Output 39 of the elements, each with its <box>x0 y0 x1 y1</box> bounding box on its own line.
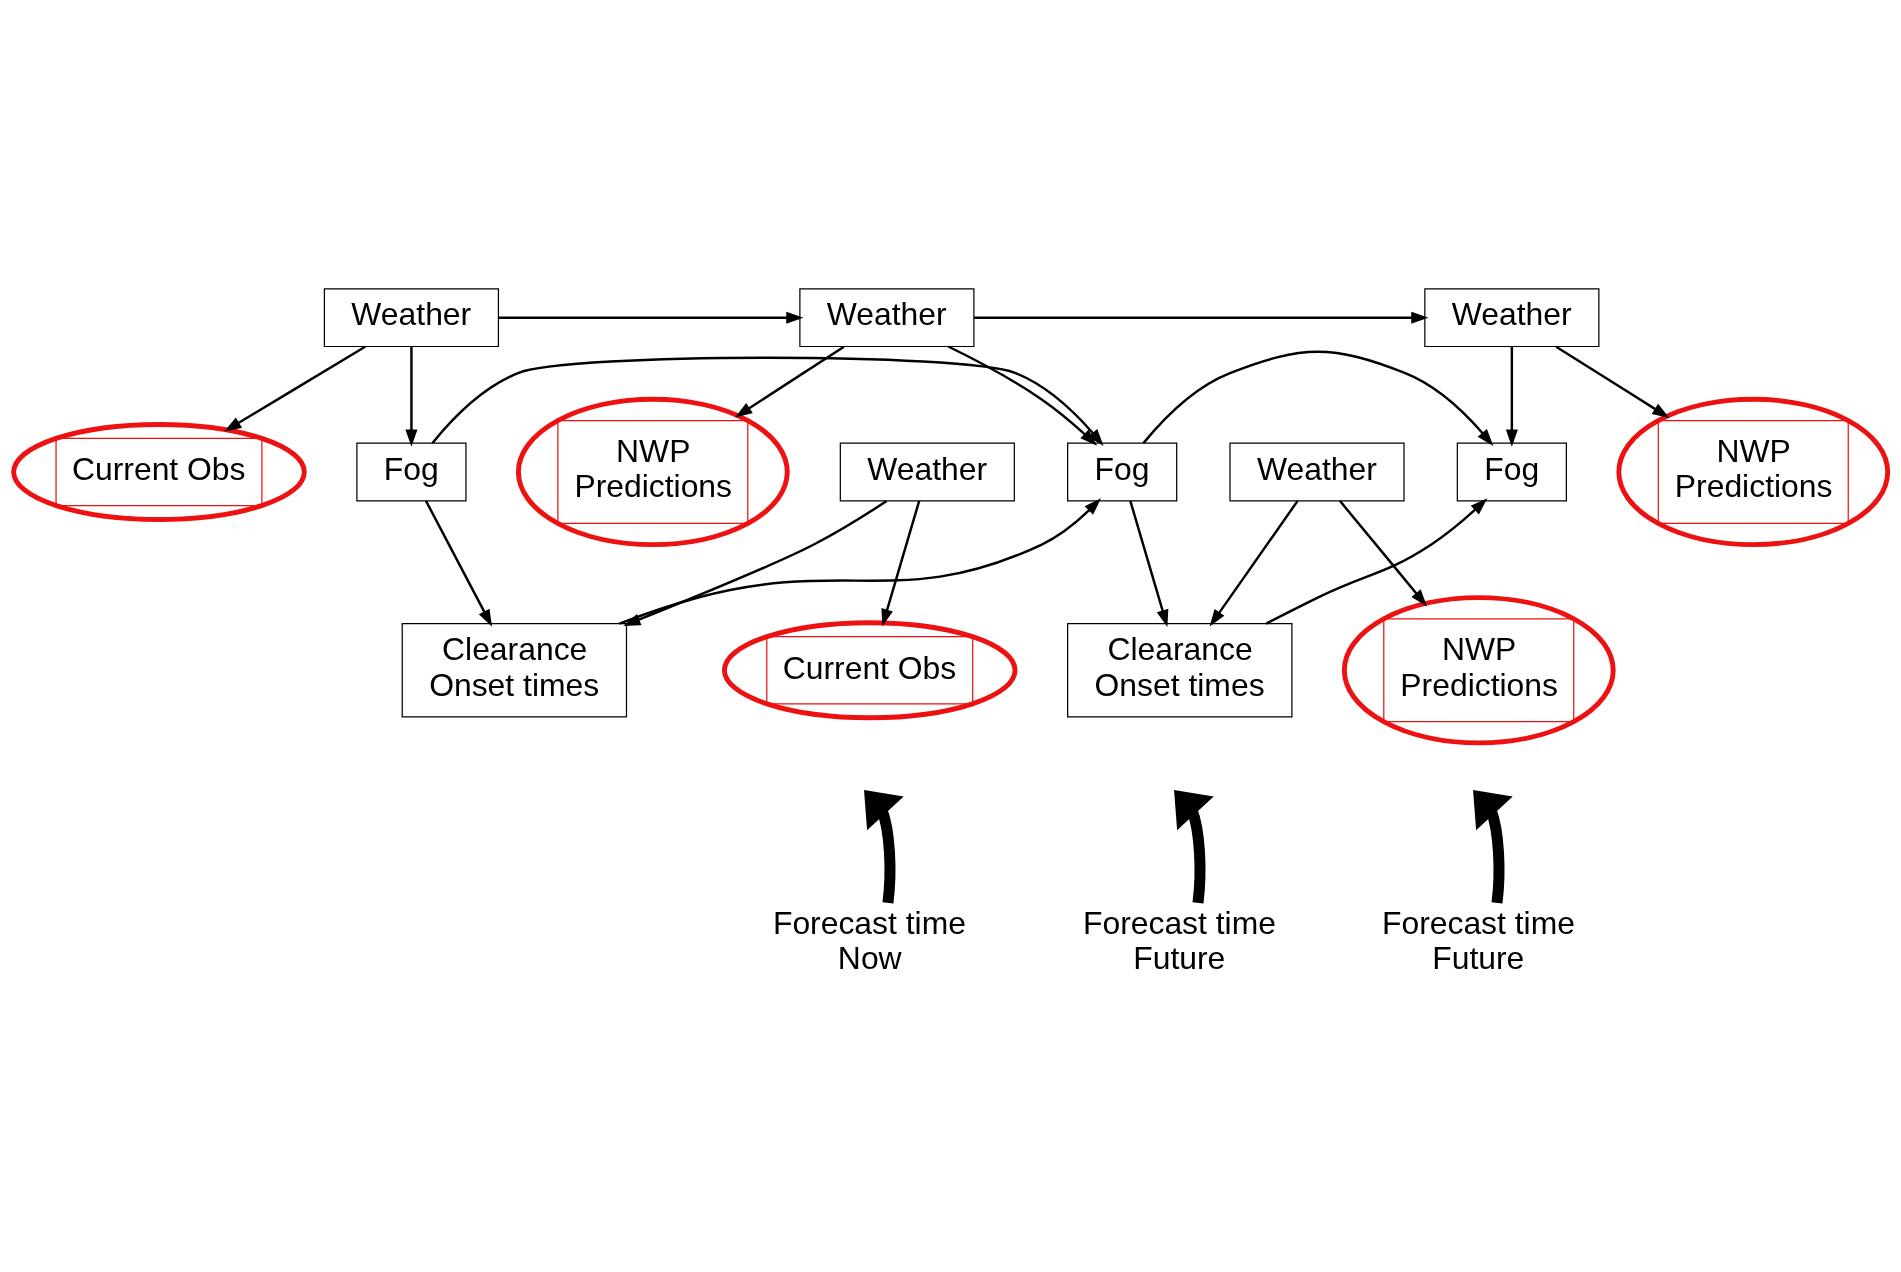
arrow <box>1174 789 1214 903</box>
arrow <box>623 499 888 626</box>
node-box: Weather <box>839 442 1015 501</box>
arrow <box>1505 346 1518 447</box>
arrow <box>735 345 845 417</box>
arrow <box>864 789 904 903</box>
node-text: Forecast time Now <box>772 904 966 976</box>
node-box: Fog <box>1456 442 1567 501</box>
node-box: Fog <box>1067 442 1178 501</box>
node-text: Forecast time Future <box>1381 904 1575 976</box>
node-ellipse: NWP Predictions <box>1341 594 1616 745</box>
node-ellipse: NWP Predictions <box>515 396 790 547</box>
arrow <box>974 311 1429 324</box>
arrow <box>1338 499 1428 606</box>
node-text: Forecast time Future <box>1082 904 1276 976</box>
arrow <box>1555 345 1670 418</box>
arrow <box>1142 350 1494 446</box>
arrow <box>1473 789 1513 903</box>
node-ellipse: NWP Predictions <box>1616 396 1891 547</box>
node-box: Weather <box>1424 287 1600 347</box>
node-box: Clearance Onset times <box>401 622 628 717</box>
arrow <box>431 356 1104 446</box>
arrow <box>881 500 921 626</box>
arrow <box>1265 497 1488 625</box>
arrow <box>498 311 804 324</box>
arrow <box>424 499 493 627</box>
arrow <box>405 346 418 447</box>
arrow <box>1129 500 1169 627</box>
node-ellipse: Current Obs <box>11 421 307 522</box>
node-box: Weather <box>799 287 975 347</box>
node-box: Fog <box>356 442 467 501</box>
node-box: Weather <box>323 287 500 347</box>
arrow <box>619 497 1101 625</box>
node-box: Clearance Onset times <box>1067 622 1293 717</box>
arrow <box>1209 499 1299 626</box>
arrow <box>224 345 366 432</box>
node-ellipse: Current Obs <box>721 619 1018 720</box>
arrow <box>947 344 1098 446</box>
node-box: Weather <box>1229 442 1405 501</box>
